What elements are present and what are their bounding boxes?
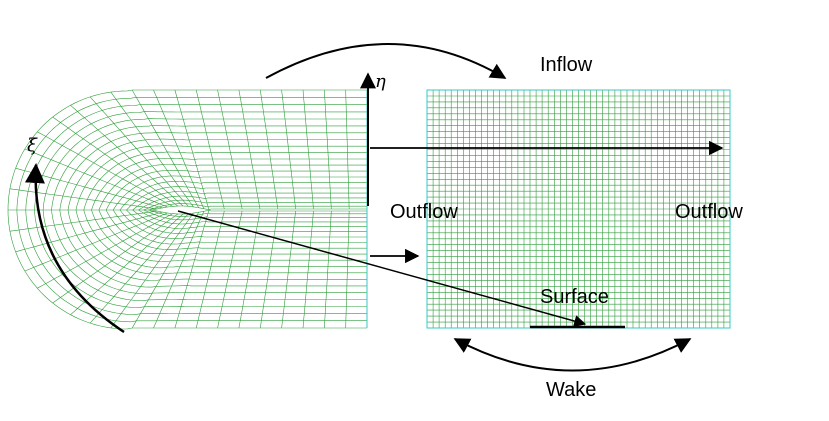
physical-radial-line: [260, 210, 279, 329]
physical-radial-line: [110, 91, 194, 208]
physical-radial-line: [260, 89, 279, 210]
physical-circumferential-line: [75, 145, 367, 275]
physical-circumferential-line: [105, 169, 367, 250]
physical-circumferential-line: [91, 157, 367, 262]
physical-circumferential-line: [151, 205, 367, 215]
physical-circumferential-line: [112, 175, 367, 245]
wake-mapping-arrow: [453, 338, 692, 372]
physical-radial-line: [174, 89, 210, 210]
physical-circumferential-line: [34, 111, 367, 308]
inflow-mapping-arrow: [265, 43, 507, 79]
physical-radial-line: [110, 212, 194, 329]
wake-label: Wake: [546, 379, 596, 401]
physical-radial-line: [9, 188, 158, 210]
physical-circumferential-line: [42, 118, 367, 302]
eta-symbol: η: [375, 71, 386, 92]
physical-radial-line: [9, 210, 158, 232]
physical-radial-line: [302, 89, 314, 210]
physical-radial-line: [324, 210, 332, 329]
physical-circumferential-line: [51, 125, 367, 295]
physical-circumferential-line: [25, 104, 367, 315]
surface-label: Surface: [540, 286, 609, 308]
physical-radial-line: [89, 96, 189, 207]
physical-radial-line: [345, 89, 350, 210]
physical-radial-line: [195, 89, 225, 210]
physical-radial-line: [15, 211, 163, 253]
physical-c-grid: [7, 89, 368, 330]
physical-circumferential-line: [132, 191, 367, 229]
surface-mapping-arrow: [177, 210, 587, 327]
physical-circumferential-line: [98, 163, 367, 256]
physical-circumferential-line: [119, 181, 367, 239]
physical-circumferential-line: [147, 203, 367, 217]
physical-radial-line: [281, 89, 296, 210]
physical-circumferential-line: [143, 199, 367, 221]
physical-radial-line: [302, 210, 314, 329]
physical-radial-line: [174, 210, 210, 329]
physical-radial-line: [345, 210, 350, 329]
physical-radial-line: [324, 89, 332, 210]
outflow-left-label: Outflow: [390, 201, 458, 223]
physical-radial-line: [153, 89, 205, 209]
physical-radial-line: [195, 210, 225, 329]
inflow-label: Inflow: [540, 54, 593, 76]
computational-grid: [426, 89, 731, 329]
physical-circumferential-line: [83, 151, 367, 269]
physical-radial-line: [281, 210, 296, 329]
physical-circumferential-line: [138, 195, 367, 225]
physical-radial-line: [153, 211, 205, 329]
outflow-right-label: Outflow: [675, 201, 743, 223]
physical-circumferential-line: [7, 89, 367, 330]
physical-circumferential-line: [59, 131, 367, 288]
xi-direction-arrow: [24, 163, 125, 334]
physical-radial-line: [238, 89, 261, 210]
physical-circumferential-line: [126, 186, 367, 234]
physical-circumferential-line: [16, 97, 367, 323]
physical-radial-line: [217, 89, 243, 210]
xi-symbol: ξ: [27, 135, 38, 156]
physical-circumferential-line: [67, 138, 367, 281]
